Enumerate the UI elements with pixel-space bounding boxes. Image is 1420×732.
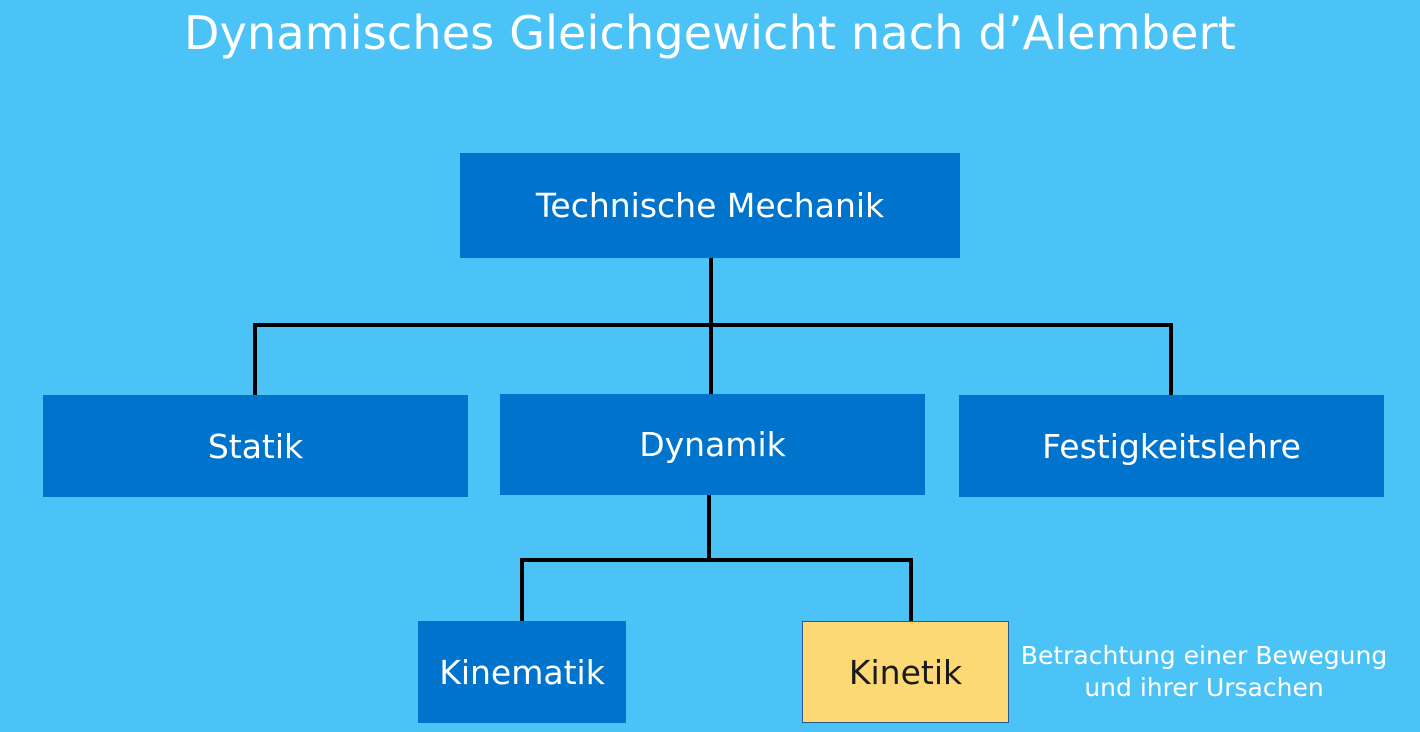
node-festigkeitslehre-label: Festigkeitslehre (1042, 426, 1301, 466)
kinetik-annotation: Betrachtung einer Bewegung und ihrer Urs… (1012, 640, 1396, 704)
node-kinematik: Kinematik (418, 621, 626, 723)
node-statik: Statik (43, 395, 468, 497)
node-dynamik-label: Dynamik (639, 425, 786, 464)
node-dynamik: Dynamik (500, 394, 925, 495)
node-technische-mechanik-label: Technische Mechanik (535, 186, 885, 225)
node-kinetik-highlighted: Kinetik (802, 621, 1009, 723)
diagram-title: Dynamisches Gleichgewicht nach d’Alember… (183, 6, 1237, 60)
node-festigkeitslehre: Festigkeitslehre (959, 395, 1384, 497)
node-kinetik-label: Kinetik (848, 652, 963, 692)
kinetik-annotation-line1: Betrachtung einer Bewegung (1020, 641, 1388, 670)
node-statik-label: Statik (207, 426, 304, 466)
node-kinematik-label: Kinematik (439, 652, 605, 692)
kinetik-annotation-line2: und ihrer Ursachen (1084, 673, 1324, 702)
node-technische-mechanik: Technische Mechanik (460, 153, 960, 258)
